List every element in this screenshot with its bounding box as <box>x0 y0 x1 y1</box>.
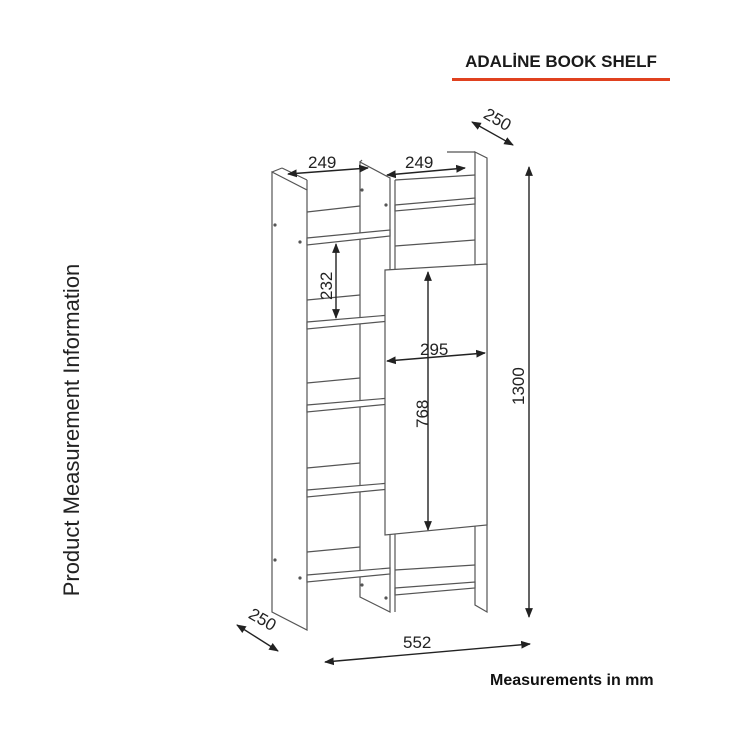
dimension-lines <box>236 121 533 666</box>
dim-bottom-depth <box>236 624 279 652</box>
shelf-structure <box>271 151 488 631</box>
label-shelf-height: 232 <box>317 272 336 300</box>
dim-top-right-width <box>386 164 466 179</box>
dim-top-left-width <box>287 164 369 178</box>
title-underline <box>452 78 670 81</box>
label-top-depth: 250 <box>480 104 514 135</box>
label-top-left-width: 249 <box>308 153 336 172</box>
label-door-height: 768 <box>413 400 432 428</box>
label-total-height: 1300 <box>509 367 528 405</box>
dim-total-width <box>324 640 531 666</box>
label-top-right-width: 249 <box>405 153 433 172</box>
product-title: ADALİNE BOOK SHELF <box>465 52 657 71</box>
dim-door-width <box>386 349 486 365</box>
label-total-width: 552 <box>403 633 431 652</box>
units-note: Measurements in mm <box>490 672 654 689</box>
label-door-width: 295 <box>420 340 448 359</box>
dim-top-depth <box>471 121 514 146</box>
